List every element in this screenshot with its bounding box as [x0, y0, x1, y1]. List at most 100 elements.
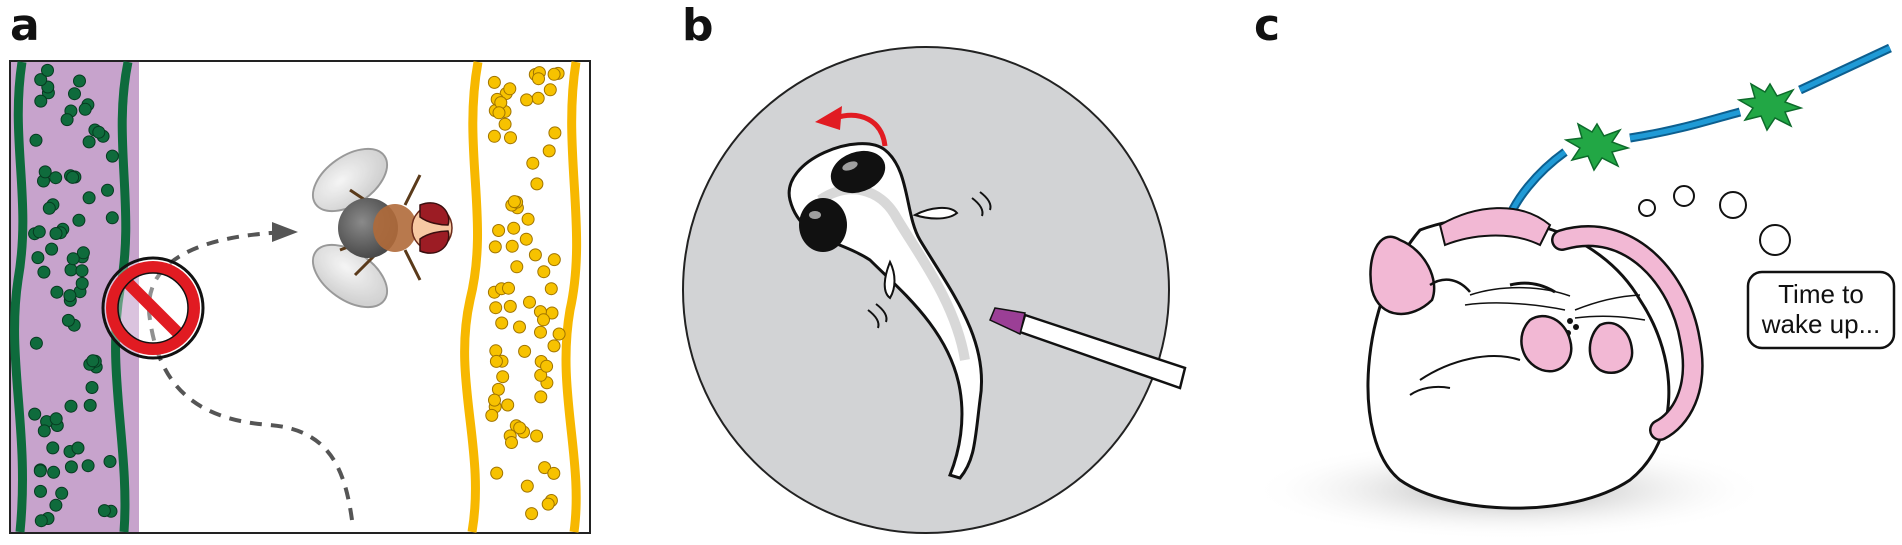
yellow-dot: [507, 195, 521, 209]
yellow-dot: [534, 325, 547, 339]
green-dot: [28, 407, 42, 421]
green-dot: [46, 441, 60, 455]
yellow-dot: [501, 398, 515, 412]
yellow-wall-left: [460, 61, 483, 533]
yellow-dot: [502, 281, 515, 295]
green-dot: [60, 113, 74, 127]
green-dot: [61, 313, 75, 327]
green-dot: [55, 486, 69, 500]
green-dot: [37, 265, 51, 279]
green-dot: [82, 135, 96, 149]
yellow-dot: [538, 461, 552, 475]
panel-label-b: b: [682, 0, 714, 51]
green-dot: [103, 455, 117, 468]
green-dot: [64, 460, 78, 474]
green-dot: [64, 263, 78, 277]
green-dot: [49, 498, 63, 512]
yellow-dot: [547, 253, 561, 267]
green-dot: [33, 464, 47, 478]
green-dot: [72, 213, 86, 227]
yellow-dot: [525, 507, 539, 521]
yellow-dot: [530, 429, 544, 443]
green-dot: [105, 211, 119, 225]
yellow-dot: [490, 466, 504, 480]
green-dot: [50, 285, 64, 299]
green-dot: [37, 424, 51, 438]
yellow-dot: [503, 299, 517, 313]
green-wall-left: [10, 61, 28, 533]
yellow-dot: [530, 177, 544, 191]
yellow-dot: [488, 393, 501, 407]
green-dot: [105, 149, 119, 163]
yellow-dot: [504, 131, 517, 145]
yellow-dot: [513, 320, 526, 334]
optic-fiber-icon: [1500, 43, 1892, 232]
light-flash-1: [1563, 122, 1631, 172]
speech-bubble: Time to wake up...: [1746, 270, 1896, 350]
trajectory-arrowhead: [272, 222, 298, 242]
yellow-dots: [485, 66, 566, 521]
eye-lower: [799, 198, 847, 252]
yellow-dot: [534, 368, 548, 382]
yellow-dot: [485, 408, 499, 422]
panel-b: b: [682, 0, 1187, 534]
yellow-dot: [488, 240, 502, 254]
yellow-dot: [542, 144, 556, 158]
thought-bubbles: [1638, 185, 1791, 256]
yellow-dot: [505, 239, 519, 253]
panel-c: c Time to wake up...: [1250, 0, 1896, 540]
light-flash-2: [1736, 82, 1804, 132]
yellow-dot: [521, 212, 535, 226]
yellow-dot: [547, 339, 561, 353]
yellow-dot: [491, 382, 505, 396]
panel-a: a: [9, 0, 591, 534]
yellow-dot: [503, 82, 517, 96]
green-dot: [49, 171, 63, 185]
yellow-dot: [518, 344, 532, 358]
green-dot: [49, 227, 63, 240]
bubble-line-2: wake up...: [1761, 309, 1881, 339]
green-dot: [49, 412, 63, 426]
yellow-dot: [496, 370, 510, 384]
yellow-dot: [531, 91, 545, 105]
yellow-dot: [540, 359, 554, 373]
green-dot: [45, 242, 59, 256]
yellow-dot: [520, 93, 534, 107]
yellow-dot: [513, 421, 527, 435]
green-dot: [47, 465, 61, 479]
fly-trajectory: [146, 230, 354, 521]
yellow-dot: [487, 129, 501, 143]
paw-right: [1588, 321, 1634, 375]
green-dot: [41, 63, 54, 77]
green-dot: [66, 252, 80, 266]
yellow-dot: [492, 106, 506, 120]
green-dot: [82, 191, 96, 205]
yellow-dot: [544, 282, 558, 296]
yellow-wall-right: [561, 61, 582, 533]
green-dot: [68, 87, 81, 101]
yellow-dot: [548, 126, 562, 140]
yellow-dot: [519, 232, 533, 246]
green-dot: [34, 514, 48, 528]
yellow-dot: [537, 313, 550, 327]
no-entry-icon: [101, 256, 205, 360]
green-dot: [86, 354, 100, 368]
green-dot: [73, 74, 86, 88]
green-dot: [63, 289, 77, 303]
green-dot: [85, 381, 99, 394]
yellow-dot: [526, 156, 540, 170]
yellow-dot: [498, 117, 512, 131]
eye-upper: [830, 150, 886, 194]
green-dot: [29, 336, 43, 350]
green-dot: [32, 225, 46, 239]
yellow-dot: [528, 248, 542, 262]
panel-label-c: c: [1254, 0, 1280, 51]
yellow-dot: [492, 224, 506, 237]
panel-label-a: a: [10, 0, 40, 51]
yellow-dot: [489, 301, 503, 315]
green-dot: [75, 276, 89, 290]
green-dot: [34, 73, 48, 87]
green-dot: [38, 165, 52, 179]
green-dots: [28, 63, 119, 528]
